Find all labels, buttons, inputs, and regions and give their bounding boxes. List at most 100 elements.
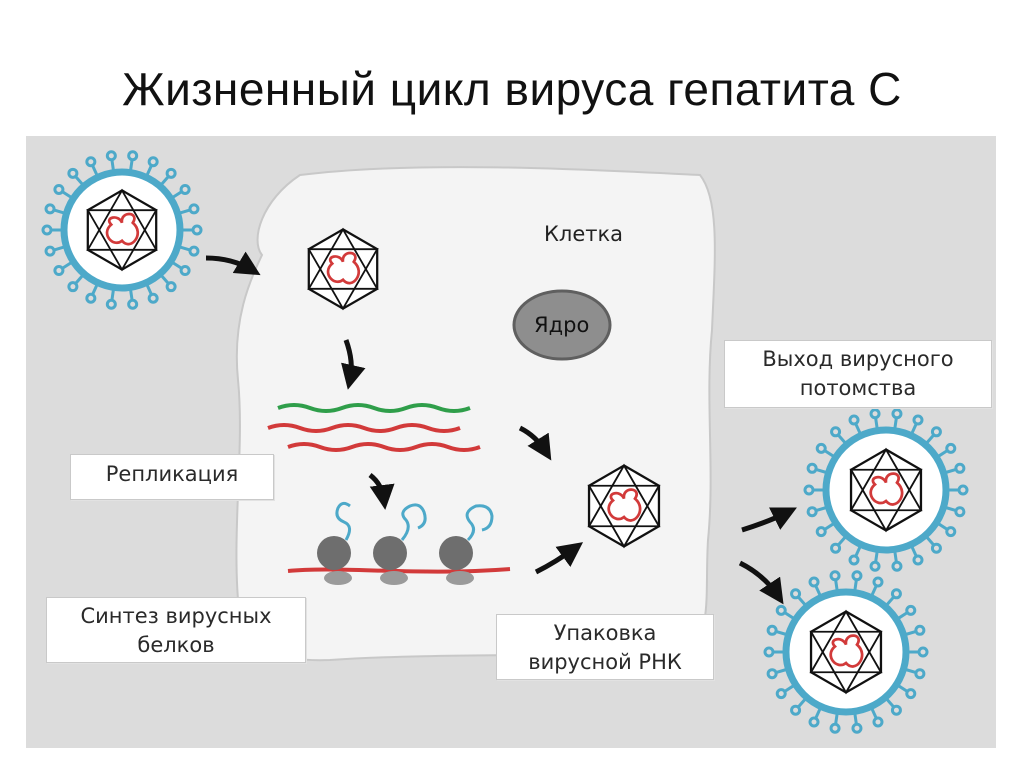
- glycoprotein-spike-tip: [191, 224, 203, 236]
- glycoprotein-spike-tip: [775, 604, 787, 616]
- glycoprotein-spike: [53, 208, 64, 215]
- glycoprotein-spike: [946, 506, 957, 513]
- glycoprotein-spike-tip: [806, 506, 818, 518]
- nucleus: [512, 289, 612, 361]
- glycoprotein-spike: [854, 546, 862, 558]
- glycoprotein-spike-tip: [815, 526, 827, 538]
- glycoprotein-spike: [938, 449, 949, 458]
- release-label: Выход вирусного потомства: [724, 340, 992, 408]
- glycoprotein-spike-tip: [766, 668, 778, 680]
- release-line2: потомства: [799, 376, 917, 400]
- glycoprotein-spike: [870, 708, 878, 720]
- packaging-line1: Упаковка: [553, 621, 657, 645]
- glycoprotein-spike: [823, 522, 834, 531]
- glycoprotein-spike-tip: [890, 704, 902, 716]
- glycoprotein-spike-tip: [914, 624, 926, 636]
- glycoprotein-spike: [110, 290, 115, 301]
- glycoprotein-spike-tip: [954, 506, 966, 518]
- glycoprotein-spike: [775, 668, 786, 675]
- glycoprotein-spike-tip: [41, 224, 53, 236]
- glycoprotein-spike-tip: [179, 265, 191, 277]
- glycoprotein-spike: [129, 290, 134, 301]
- glycoprotein-spike: [110, 159, 115, 170]
- glycoprotein-spike-tip: [127, 150, 139, 162]
- glycoprotein-spike: [172, 190, 183, 199]
- glycoprotein-spike: [938, 522, 949, 531]
- glycoprotein-spike-tip: [44, 245, 56, 257]
- glycoprotein-spike-tip: [930, 542, 942, 554]
- glycoprotein-spike: [886, 595, 895, 606]
- glycoprotein-spike: [874, 552, 879, 563]
- glycoprotein-spike-tip: [85, 156, 97, 168]
- glycoprotein-spike: [180, 245, 191, 252]
- glycoprotein-spike-tip: [808, 576, 820, 588]
- glycoprotein-spike-tip: [869, 560, 881, 572]
- glycoprotein-spike-tip: [775, 688, 787, 700]
- glycoprotein-spike-tip: [44, 203, 56, 215]
- glycoprotein-spike: [893, 552, 898, 563]
- glycoprotein-spike-tip: [851, 570, 863, 582]
- ribosome-2: [373, 503, 427, 585]
- glycoprotein-spike: [783, 684, 794, 693]
- translation: [287, 501, 511, 585]
- glycoprotein-spike: [145, 164, 153, 176]
- cell-body: [235, 166, 716, 662]
- arrow-release-2: [738, 560, 784, 605]
- cell-label: Клетка: [544, 222, 624, 246]
- released-virion-2: [763, 570, 929, 734]
- glycoprotein-spike: [834, 714, 839, 725]
- glycoprotein-spike: [898, 684, 909, 693]
- protein-synthesis-line1: Синтез вирусных: [80, 604, 272, 628]
- glycoprotein-spike-tip: [803, 484, 815, 496]
- replication-label-text: Репликация: [105, 462, 239, 486]
- glycoprotein-spike: [823, 449, 834, 458]
- glycoprotein-spike: [853, 714, 858, 725]
- glycoprotein-spike-tip: [105, 150, 117, 162]
- glycoprotein-spike-tip: [165, 167, 177, 179]
- glycoprotein-spike-tip: [766, 624, 778, 636]
- glycoprotein-spike: [893, 417, 898, 428]
- glycoprotein-spike-tip: [147, 156, 159, 168]
- glycoprotein-spike-tip: [848, 414, 860, 426]
- protein-synthesis-label: Синтез вирусных белков: [46, 597, 306, 663]
- released-virion-1: [803, 408, 969, 572]
- arrow-entry: [205, 251, 261, 276]
- glycoprotein-spike: [797, 595, 806, 606]
- arrow-uncoating: [341, 339, 366, 390]
- arrow-release-1: [741, 507, 797, 533]
- glycoprotein-spike-tip: [872, 576, 884, 588]
- glycoprotein-spike: [172, 261, 183, 270]
- ribosome-3: [439, 504, 494, 585]
- glycoprotein-spike: [886, 698, 895, 709]
- glycoprotein-spike-tip: [891, 408, 903, 420]
- glycoprotein-spike-tip: [53, 265, 65, 277]
- glycoprotein-spike: [74, 175, 84, 185]
- glycoprotein-spike: [926, 433, 935, 444]
- glycoprotein-spike-tip: [905, 688, 917, 700]
- glycoprotein-spike-tip: [790, 588, 802, 600]
- replication-label: Репликация: [70, 454, 274, 500]
- glycoprotein-spike: [906, 668, 917, 675]
- glycoprotein-spike-tip: [67, 167, 79, 179]
- glycoprotein-spike-tip: [85, 292, 97, 304]
- glycoprotein-spike-tip: [912, 414, 924, 426]
- glycoprotein-spike-tip: [872, 716, 884, 728]
- process-arrows: [205, 251, 797, 605]
- glycoprotein-spike-tip: [954, 462, 966, 474]
- replicating-rna: [267, 403, 481, 452]
- glycoprotein-spike-tip: [945, 442, 957, 454]
- glycoprotein-spike: [837, 433, 846, 444]
- arrow-rna-to-package: [518, 425, 552, 461]
- glycoprotein-spike-tip: [67, 281, 79, 293]
- glycoprotein-spike-tip: [53, 183, 65, 195]
- glycoprotein-spike-tip: [912, 554, 924, 566]
- glycoprotein-spike: [898, 611, 909, 620]
- glycoprotein-spike-tip: [829, 570, 841, 582]
- glycoprotein-spike-tip: [188, 203, 200, 215]
- protein-synthesis-line2: белков: [137, 633, 215, 657]
- arrow-to-translation: [368, 473, 395, 510]
- glycoprotein-spike-tip: [830, 542, 842, 554]
- glycoprotein-spike: [815, 506, 826, 513]
- packaging-label: Упаковка вирусной РНК: [496, 614, 714, 680]
- glycoprotein-spike: [180, 208, 191, 215]
